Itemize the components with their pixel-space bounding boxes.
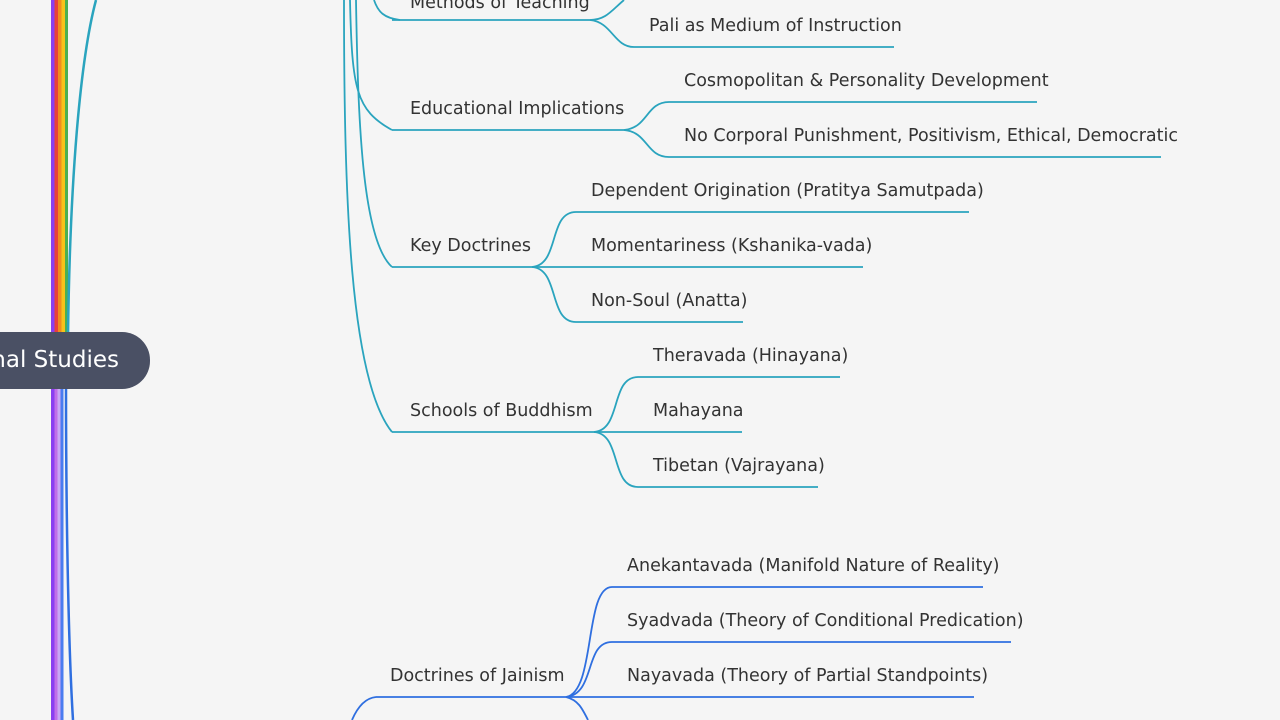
node-cosmopolitan[interactable]: Cosmopolitan & Personality Development — [684, 71, 1049, 91]
node-no-corporal[interactable]: No Corporal Punishment, Positivism, Ethi… — [684, 126, 1178, 146]
node-theravada[interactable]: Theravada (Hinayana) — [653, 346, 849, 366]
node-non-soul[interactable]: Non-Soul (Anatta) — [591, 291, 748, 311]
node-momentariness[interactable]: Momentariness (Kshanika-vada) — [591, 236, 873, 256]
node-syadvada[interactable]: Syadvada (Theory of Conditional Predicat… — [627, 611, 1024, 631]
node-anekantavada[interactable]: Anekantavada (Manifold Nature of Reality… — [627, 556, 1000, 576]
rainbow-trunk-lower — [51, 386, 64, 720]
buddhism-connectors — [343, 0, 1161, 488]
node-educational-implications[interactable]: Educational Implications — [410, 99, 625, 119]
node-tibetan[interactable]: Tibetan (Vajrayana) — [653, 456, 825, 476]
node-pali-medium[interactable]: Pali as Medium of Instruction — [649, 16, 902, 36]
node-methods-of-teaching[interactable]: Methods of Teaching — [410, 0, 590, 13]
rainbow-trunk-upper — [51, 0, 68, 336]
node-schools-of-buddhism[interactable]: Schools of Buddhism — [410, 401, 593, 421]
central-topic-node[interactable]: nal Studies — [0, 332, 150, 389]
jainism-connectors — [351, 586, 1011, 720]
node-nayavada[interactable]: Nayavada (Theory of Partial Standpoints) — [627, 666, 989, 686]
node-mahayana[interactable]: Mahayana — [653, 401, 744, 421]
trunk-line-teal-upper — [66, 0, 98, 337]
trunk-line-blue-lower — [64, 385, 75, 720]
node-dependent-origination[interactable]: Dependent Origination (Pratitya Samutpad… — [591, 181, 984, 201]
node-key-doctrines[interactable]: Key Doctrines — [410, 236, 531, 256]
node-doctrines-of-jainism[interactable]: Doctrines of Jainism — [390, 666, 565, 686]
